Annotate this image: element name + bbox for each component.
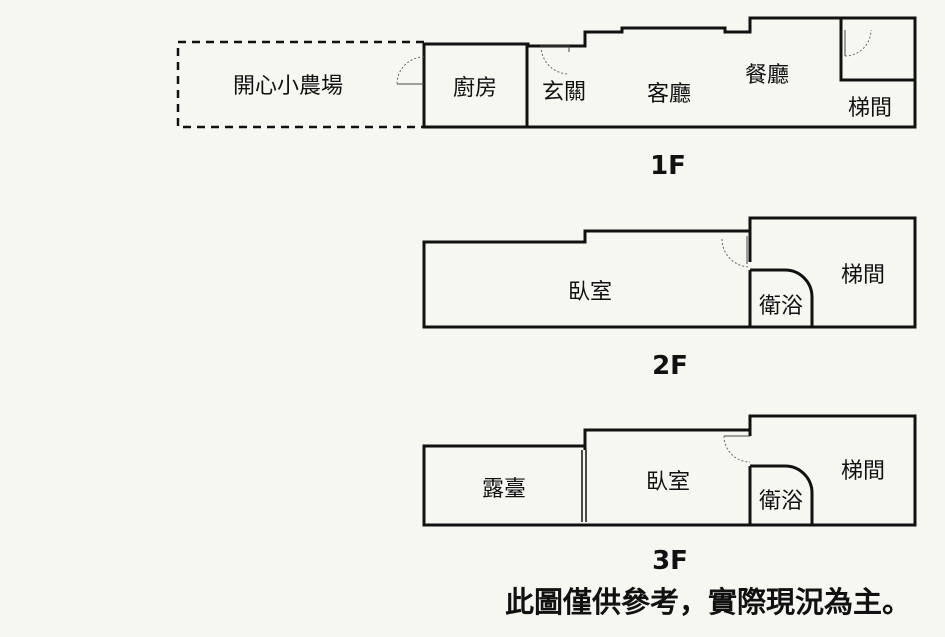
door-entrance [541,45,570,52]
room-dining: 餐廳 [745,63,789,88]
room-stairs-3f: 梯間 [841,459,885,484]
floor-2f: 臥室 衛浴 梯間 2F [422,216,917,381]
door-farm-swing [396,56,425,85]
room-bath-3f: 衛浴 [759,489,803,514]
door-bedroom-2f-swing [721,238,751,268]
room-living: 客廳 [647,82,691,107]
wall-stair-1f [839,18,915,82]
disclaimer-note: 此圖僅供參考，實際現況為主。 [505,585,911,619]
room-terrace: 露臺 [482,477,526,502]
floor-label-1f: 1F [650,151,686,181]
door-bedroom-3f-swing [723,435,751,463]
floor-label-3f: 3F [652,546,688,576]
floor-label-2f: 2F [652,351,688,381]
room-bath-2f: 衛浴 [759,294,803,319]
room-kitchen: 廚房 [453,76,497,101]
wall-bath-3f [750,464,814,525]
door-entrance-swing [540,45,570,75]
farm-outline [176,40,424,129]
door-stair-1f-swing [844,29,872,57]
room-entrance: 玄關 [542,80,586,105]
room-bedroom-2f: 臥室 [568,280,612,305]
room-bedroom-3f: 臥室 [646,470,690,495]
wall-bath-2f [750,268,814,327]
room-stairs-1f: 梯間 [848,96,892,121]
room-farm: 開心小農場 [233,74,343,99]
floor-1f: 開心小農場 廚房 玄關 客廳 餐廳 梯間 1F [176,16,917,181]
floor-3f: 露臺 臥室 衛浴 梯間 3F [422,414,917,576]
room-stairs-2f: 梯間 [841,263,885,288]
